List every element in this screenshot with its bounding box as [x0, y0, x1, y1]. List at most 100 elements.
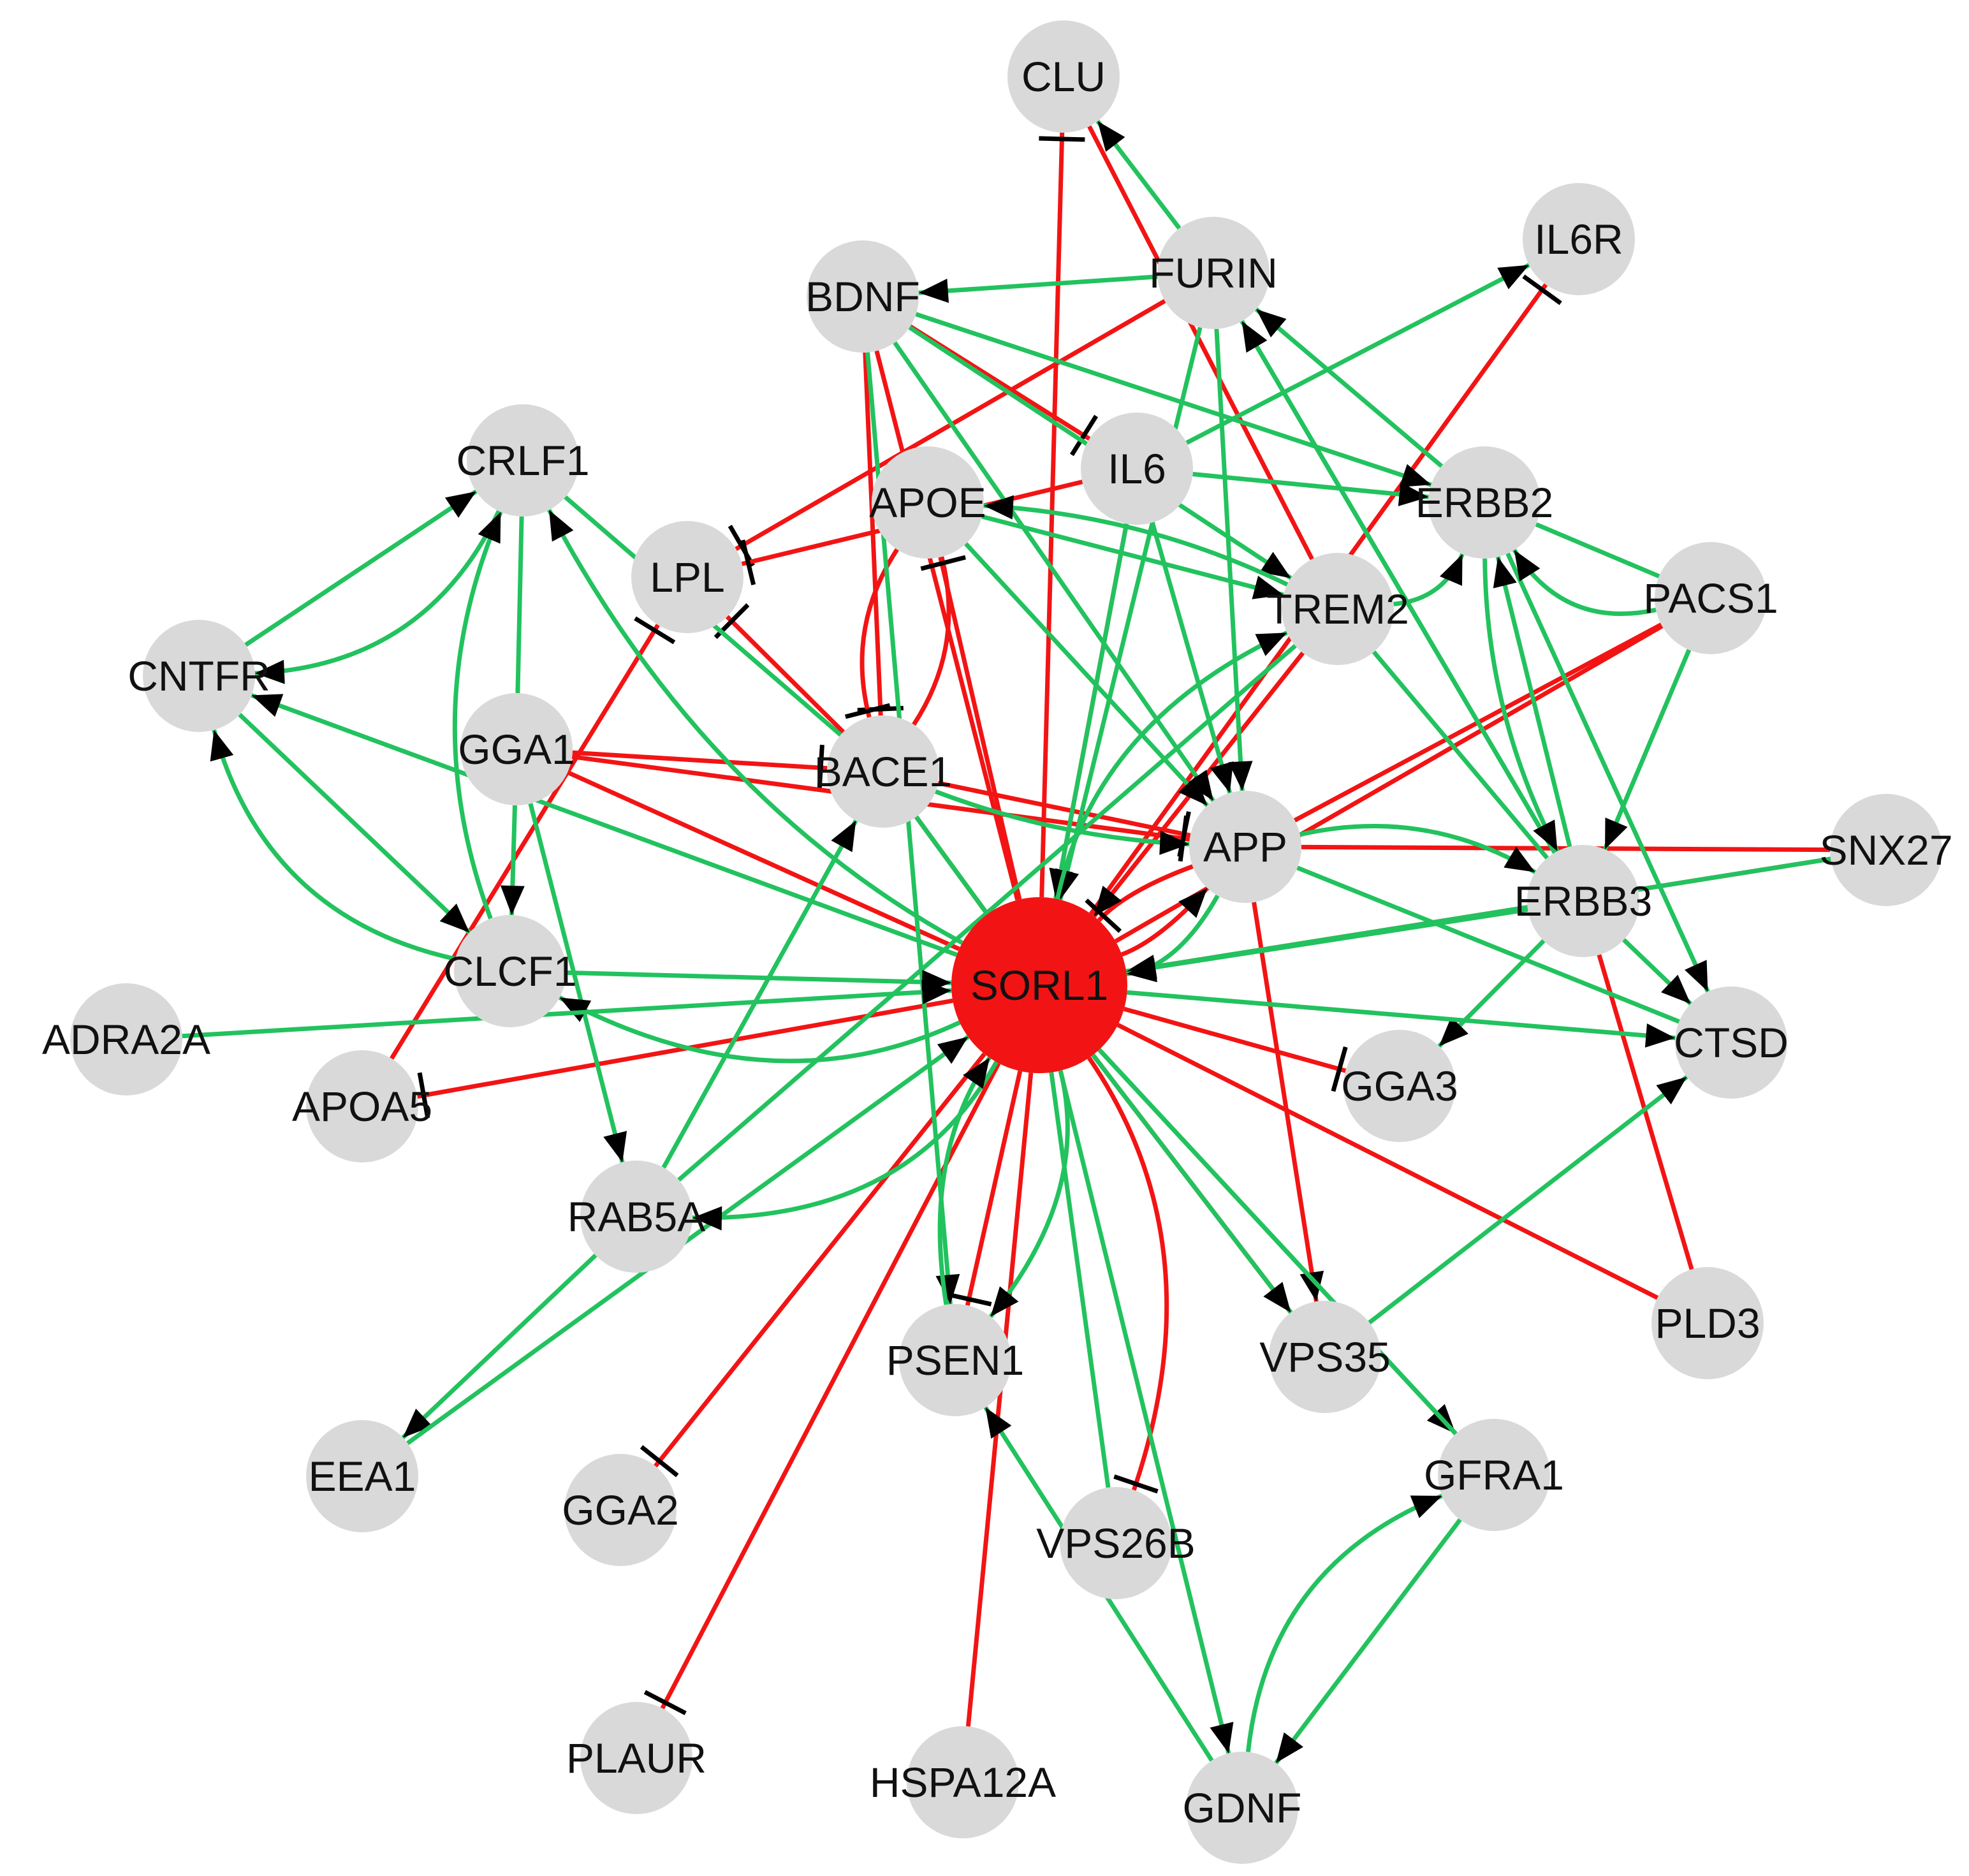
- edge-bace1-lpl: [725, 615, 845, 734]
- node-circle-cntfr: [143, 620, 255, 732]
- edge-sorl1-rab5a: [692, 1060, 999, 1220]
- edge-adra2a-sorl1: [182, 988, 952, 1039]
- arrowhead-sorl1-gdnf: [1210, 1722, 1234, 1754]
- node-circle-bdnf: [807, 240, 919, 353]
- arrowhead-sorl1-vps35: [1263, 1282, 1291, 1313]
- arrowhead-sorl1-rab5a: [692, 1206, 722, 1231]
- node-circle-il6: [1081, 413, 1193, 525]
- node-bace1[interactable]: BACE1: [814, 715, 952, 828]
- edge-eea1-sorl1: [406, 1035, 970, 1446]
- node-gga1[interactable]: GGA1: [458, 693, 575, 805]
- edge-furin-sorl1: [1058, 326, 1203, 900]
- node-adra2a[interactable]: ADRA2A: [42, 983, 210, 1096]
- node-furin[interactable]: FURIN: [1149, 217, 1278, 329]
- node-circle-erbb2: [1428, 446, 1541, 559]
- node-gga2[interactable]: GGA2: [562, 1454, 679, 1566]
- node-circle-gga2: [564, 1454, 677, 1566]
- node-trem2[interactable]: TREM2: [1266, 553, 1409, 665]
- arrowhead-furin-clu: [1097, 121, 1125, 152]
- node-gdnf[interactable]: GDNF: [1183, 1752, 1302, 1864]
- node-cntfr[interactable]: CNTFR: [128, 620, 270, 732]
- node-circle-adra2a: [70, 983, 182, 1096]
- node-label-gga3: GGA3: [1341, 1062, 1458, 1110]
- arrowhead-cntfr-clcf1: [439, 904, 470, 933]
- edge-layer: [182, 119, 1831, 1764]
- edge-vps26b-sorl1: [1049, 1072, 1111, 1488]
- edge-app-vps35: [1252, 902, 1319, 1302]
- node-eea1[interactable]: EEA1: [306, 1420, 418, 1532]
- arrowhead-sorl1-app: [1178, 888, 1208, 918]
- edge-gfra1-sorl1: [1097, 1048, 1458, 1435]
- node-circle-pacs1: [1655, 542, 1767, 654]
- edge-apoe-trem2: [981, 514, 1284, 597]
- node-layer: SORL1 CLU IL6R FURIN BDNF CRLF1 APOE IL6 ERBB2LP…: [42, 20, 1953, 1864]
- node-label-bdnf: BDNF: [805, 273, 920, 320]
- node-apoa5[interactable]: APOA5: [292, 1050, 432, 1162]
- node-label-crlf1: CRLF1: [456, 437, 589, 484]
- arrowhead-furin-app: [1228, 761, 1253, 791]
- arrowhead-cntfr-crlf1: [444, 491, 476, 518]
- edge-sorl1-vps35: [1091, 1053, 1293, 1314]
- node-clcf1[interactable]: CLCF1: [443, 915, 577, 1027]
- arrowhead-crlf1-cntfr: [254, 659, 285, 684]
- arrowhead-gga1-clcf1: [500, 885, 525, 915]
- node-ctsd[interactable]: CTSD: [1674, 986, 1789, 1099]
- edge-crlf1-gga1: [515, 516, 524, 694]
- arrowhead-sorl1-psen1: [990, 1286, 1019, 1317]
- node-psen1[interactable]: PSEN1: [886, 1304, 1024, 1416]
- node-il6r[interactable]: IL6R: [1523, 183, 1635, 295]
- tbar-sorl1-il6r: [1522, 274, 1562, 305]
- edge-bace1-app: [937, 780, 1191, 838]
- arrowhead-gdnf-psen1: [985, 1407, 1012, 1439]
- node-snx27[interactable]: SNX27: [1819, 794, 1953, 906]
- edge-gga1-bace1: [572, 750, 828, 771]
- node-circle-ctsd: [1675, 986, 1787, 1099]
- edge-bdnf-bace1: [863, 352, 883, 716]
- arrowhead-gga1-rab5a: [603, 1131, 627, 1162]
- arrowhead-bdnf-trem2: [1259, 552, 1291, 578]
- node-circle-gga3: [1343, 1030, 1456, 1142]
- node-label-ctsd: CTSD: [1674, 1019, 1789, 1066]
- node-lpl[interactable]: LPL: [631, 521, 743, 633]
- edge-sorl1-gga2: [654, 1052, 986, 1468]
- edge-app-sorl1: [1097, 864, 1194, 922]
- node-clu[interactable]: CLU: [1007, 20, 1120, 133]
- arrowhead-adra2a-sorl1: [921, 979, 952, 1004]
- arrowhead-pacs1-erbb2: [1514, 550, 1541, 582]
- node-vps35[interactable]: VPS35: [1259, 1301, 1391, 1413]
- node-vps26b[interactable]: VPS26B: [1036, 1487, 1196, 1599]
- node-pld3[interactable]: PLD3: [1651, 1267, 1764, 1379]
- edge-trem2-apoe: [983, 503, 1289, 587]
- node-label-hspa12a: HSPA12A: [870, 1759, 1056, 1806]
- node-bdnf[interactable]: BDNF: [805, 240, 920, 353]
- node-gfra1[interactable]: GFRA1: [1424, 1419, 1564, 1531]
- tbar-sorl1-psen1: [946, 1292, 992, 1307]
- edge-erbb2-erbb3: [1482, 558, 1560, 853]
- node-pacs1[interactable]: PACS1: [1643, 542, 1778, 654]
- tbar-apoe-bace1: [845, 703, 891, 719]
- edge-sorl1-clu: [1039, 132, 1065, 898]
- node-gga3[interactable]: GGA3: [1341, 1030, 1458, 1142]
- node-erbb2[interactable]: ERBB2: [1416, 446, 1553, 559]
- tbar-il6-lpl: [740, 539, 756, 585]
- arrowhead-gdnf-gfra1: [1410, 1495, 1442, 1518]
- node-plaur[interactable]: PLAUR: [566, 1702, 706, 1814]
- edge-il6-erbb2: [1192, 472, 1429, 499]
- node-sorl1[interactable]: SORL1: [951, 897, 1127, 1073]
- node-label-gfra1: GFRA1: [1424, 1451, 1564, 1499]
- node-label-vps35: VPS35: [1259, 1333, 1390, 1381]
- node-label-il6: IL6: [1108, 445, 1166, 492]
- node-rab5a[interactable]: RAB5A: [567, 1161, 705, 1273]
- node-label-il6r: IL6R: [1534, 216, 1623, 263]
- node-erbb3[interactable]: ERBB3: [1514, 845, 1652, 957]
- node-app[interactable]: APP: [1189, 791, 1301, 903]
- node-hspa12a[interactable]: HSPA12A: [870, 1726, 1056, 1838]
- node-crlf1[interactable]: CRLF1: [456, 404, 590, 517]
- arrowhead-app-sorl1: [1126, 958, 1157, 983]
- edge-furin-bdnf: [918, 274, 1158, 295]
- tbar-sorl1-plaur: [643, 1690, 687, 1715]
- edge-clcf1-crlf1: [452, 511, 503, 920]
- node-apoe[interactable]: APOE: [869, 446, 986, 559]
- node-il6[interactable]: IL6: [1081, 413, 1193, 525]
- edge-trem2-erbb3: [1372, 650, 1549, 860]
